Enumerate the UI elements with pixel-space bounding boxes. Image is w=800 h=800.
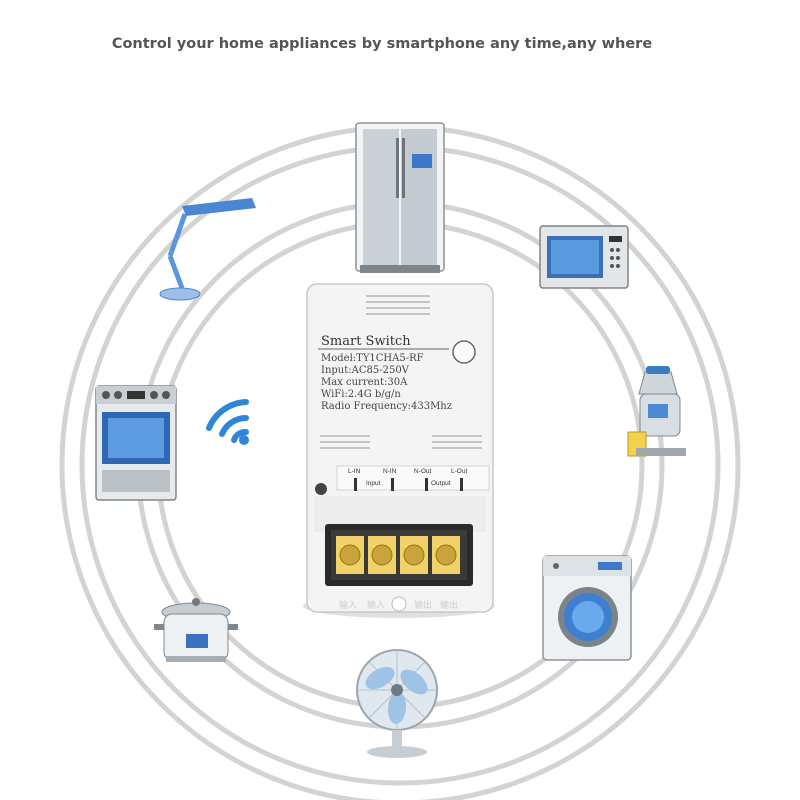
output-label: Output bbox=[431, 480, 451, 487]
terminal-n-out: N-Out bbox=[414, 468, 432, 475]
device-max-current: Max current:30A bbox=[321, 377, 408, 388]
device-title: Smart Switch bbox=[321, 334, 411, 349]
wifi-dot bbox=[239, 435, 249, 445]
refrigerator-icon bbox=[355, 122, 445, 273]
bottom-mark-4: 输出 bbox=[440, 599, 458, 611]
terminal-l-in: L-IN bbox=[348, 468, 361, 475]
terminal-l-out: L-Out bbox=[451, 468, 467, 475]
wifi-icon bbox=[206, 399, 249, 443]
headline: Control your home appliances by smartpho… bbox=[111, 36, 653, 52]
device-input: Input:AC85-250V bbox=[321, 365, 410, 376]
terminal-screws bbox=[336, 536, 460, 574]
status-led bbox=[315, 483, 327, 495]
rice-cooker-icon bbox=[154, 598, 238, 662]
desk-lamp-icon bbox=[159, 198, 256, 301]
input-label: Input bbox=[366, 480, 381, 487]
oven-icon bbox=[95, 385, 177, 501]
juicer-icon bbox=[627, 366, 686, 457]
bottom-mark-3: 输出 bbox=[414, 599, 432, 611]
device-model: Model:TY1CHA5-RF bbox=[321, 353, 424, 364]
fan-icon bbox=[356, 649, 438, 758]
bottom-mark-1: 输入 bbox=[339, 599, 357, 611]
device-wifi: WiFi:2.4G b/g/n bbox=[321, 389, 401, 400]
smart-switch-device: Smart Switch Model:TY1CHA5-RF Input:AC85… bbox=[303, 283, 495, 618]
device-radio: Radio Frequency:433Mhz bbox=[321, 401, 452, 412]
washing-machine-icon bbox=[542, 555, 632, 661]
microwave-icon bbox=[539, 225, 629, 289]
bottom-mark-2: 输入 bbox=[367, 599, 385, 611]
terminal-n-in: N-IN bbox=[383, 468, 397, 475]
pairing-button bbox=[452, 340, 476, 364]
